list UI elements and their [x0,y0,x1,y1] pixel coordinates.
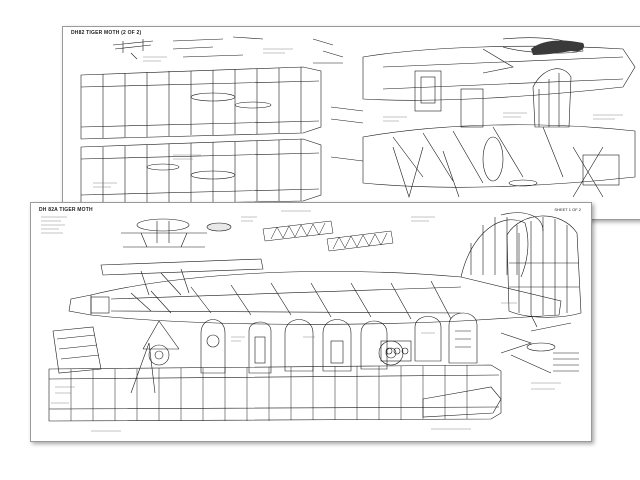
upper-wing-side [100,258,264,276]
lower-wing-ribs-front [70,365,468,421]
wheel [148,344,170,366]
mini-biplane-sketch [112,39,154,60]
fuselage-side-view-back [362,124,636,188]
plan-drawing-front [41,210,582,432]
lower-wing-plan [80,138,322,206]
instrument-panel [380,340,412,362]
upper-wing-plan [80,66,322,140]
fuselage-top-view [362,45,636,101]
sheet-front-title: DH 82A TIGER MOTH [39,207,93,213]
landing-gear [142,320,180,350]
cowling [68,294,92,316]
propeller-blade [130,342,156,394]
sheet-back-title: DH82 TIGER MOTH (2 OF 2) [71,30,142,36]
fuselage-side-view [90,271,562,325]
upper-wing-ribs [102,67,302,138]
lower-wing-ribs [102,139,302,205]
formers [200,312,478,374]
wing-truss [262,220,394,252]
canopy-shape [531,40,585,55]
sheet-front-number: SHEET 1 OF 2 [554,207,581,212]
wing-root-plan [52,326,102,374]
lower-wing-plan-front [48,364,502,422]
fin-outline [460,219,529,278]
rudder-plan [506,215,582,318]
plan-drawing-back [80,36,636,212]
plan-sheet-front: DH 82A TIGER MOTH SHEET 1 OF 2 [30,202,592,442]
front-view-biplane [121,218,207,248]
plan-sheet-back: DH82 TIGER MOTH (2 OF 2) [62,26,640,220]
